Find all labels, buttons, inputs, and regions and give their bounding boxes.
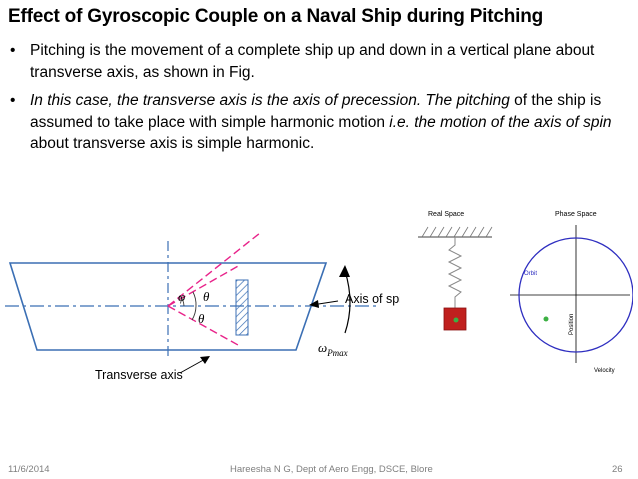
bullet-dot: • (10, 42, 16, 59)
omega-symbol: ω (318, 340, 327, 355)
transverse-axis-arrowhead (200, 356, 210, 364)
velocity-axis-label: Velocity (594, 368, 615, 374)
axis-of-spin-label: Axis of spin (345, 292, 400, 306)
omega-subscript: Pmax (326, 348, 348, 358)
rotor-disc (235, 279, 249, 336)
bullet-dot: • (10, 92, 16, 109)
ship-pitching-diagram: φ θ θ Axis of spin ωPmax Transverse axis (5, 232, 400, 382)
footer-page-number: 26 (612, 464, 623, 475)
theta-symbol-lower: θ (198, 311, 205, 326)
footer-date: 11/6/2014 (8, 464, 50, 475)
omega-label: ωPmax (318, 340, 348, 358)
pitch-line-lower (167, 305, 239, 346)
footer-author: Hareesha N G, Dept of Aero Engg, DSCE, B… (230, 464, 433, 475)
angle-arc-theta-upper (192, 291, 197, 307)
angle-arc-theta-lower (191, 305, 197, 321)
bullet-item-pitching-definition: • Pitching is the movement of a complete… (8, 40, 633, 83)
bullet-text-italic: i.e. the motion of the axis of spin (389, 113, 612, 131)
spring (447, 237, 463, 308)
bullet-text: about transverse axis is simple harmonic… (30, 135, 315, 152)
ship-hull (8, 262, 328, 351)
real-space-label: Real Space (428, 211, 464, 218)
theta-symbol-upper: θ (203, 289, 210, 304)
bullet-list: • Pitching is the movement of a complete… (8, 40, 633, 162)
slide-title: Effect of Gyroscopic Couple on a Naval S… (8, 6, 544, 27)
phase-marker-dot (543, 316, 549, 322)
precession-arrowhead (339, 265, 350, 277)
phase-space-figure: Real Space Phase Space Position Velocity… (418, 211, 633, 374)
bullet-item-precession-axis: • In this case, the transverse axis is t… (8, 90, 633, 155)
bullet-text: of the ship is assumed to take place wit… (30, 92, 602, 131)
angle-arc-phi (179, 295, 185, 307)
transverse-axis-label: Transverse axis (95, 368, 183, 382)
pitch-line-upper-inner (167, 264, 241, 307)
axis-of-spin-arrowhead (309, 300, 319, 308)
bullet-text-italic: In this case, the transverse axis is the… (30, 92, 510, 109)
bullet-text: Pitching is the movement of a complete s… (30, 42, 595, 81)
pitch-line-upper-outer (167, 232, 261, 307)
phase-orbit (518, 237, 633, 353)
ceiling-hatching (421, 226, 493, 238)
phi-symbol: φ (178, 289, 185, 304)
position-axis-label: Position (569, 314, 575, 335)
orbit-label: Orbit (524, 271, 537, 277)
mass-marker-dot (453, 317, 459, 323)
phase-space-label: Phase Space (555, 211, 597, 218)
